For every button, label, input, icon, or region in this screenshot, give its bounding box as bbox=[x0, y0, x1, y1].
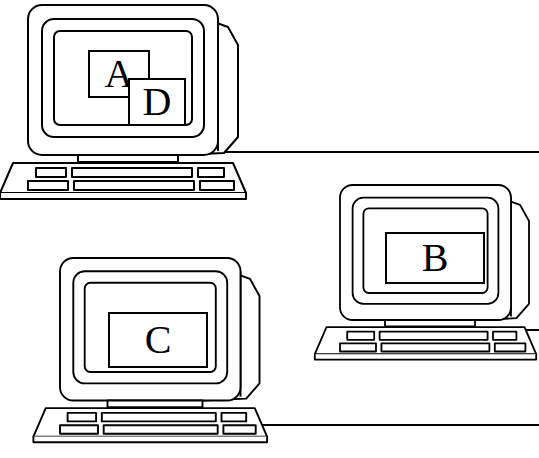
computer-right bbox=[315, 185, 536, 360]
window-box: C bbox=[108, 312, 208, 368]
window-box: D bbox=[128, 78, 186, 126]
window-label: D bbox=[143, 82, 172, 122]
window-box: B bbox=[385, 232, 485, 284]
window-label: B bbox=[422, 238, 449, 278]
computer-top bbox=[0, 5, 246, 199]
network-line bbox=[218, 152, 539, 425]
computer-bottom bbox=[33, 258, 267, 442]
window-label: C bbox=[145, 320, 172, 360]
